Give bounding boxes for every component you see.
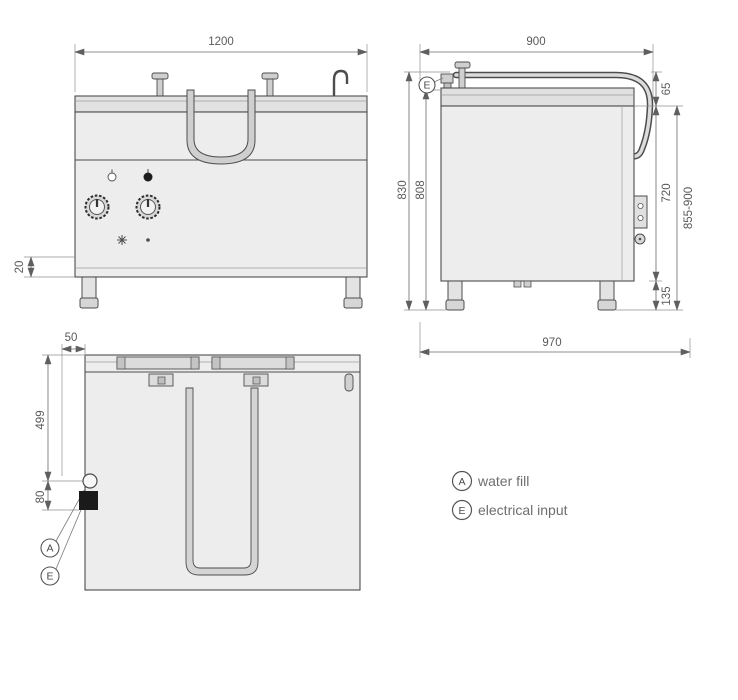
lid-hinge-pin-left xyxy=(156,77,164,98)
top-dim-offset-label: 50 xyxy=(65,332,78,344)
front-dim-width-label: 1200 xyxy=(208,36,234,48)
temperature-knob xyxy=(84,194,110,220)
front-dim-width: 1200 xyxy=(74,36,368,92)
top-balloon-a: A xyxy=(40,538,60,558)
front-dim-base-label: 20 xyxy=(14,261,26,274)
side-view: 900 xyxy=(397,36,695,358)
side-electrical-balloon: E xyxy=(418,76,444,94)
front-unit xyxy=(74,69,368,309)
side-dim-leg-height-label: 135 xyxy=(661,286,673,305)
legend-a-circle xyxy=(451,470,473,492)
side-dim-height-body-label: 808 xyxy=(415,180,427,199)
side-dim-depth-top-label: 900 xyxy=(526,36,545,48)
top-dim-waterfill-label: 499 xyxy=(35,410,47,429)
handle-top-view xyxy=(185,387,259,576)
side-legs xyxy=(445,280,617,311)
top-view: 50 499 80 A E xyxy=(35,332,361,591)
top-balloon-e: E xyxy=(40,566,60,586)
front-legs xyxy=(79,276,363,309)
front-dim-base: 20 xyxy=(14,256,75,278)
lid-band xyxy=(74,95,368,113)
control-panel xyxy=(84,169,161,245)
ignition-symbol xyxy=(117,235,127,245)
legend-item-electrical-input: E electrical input xyxy=(451,499,568,521)
legend-a-letter: A xyxy=(458,476,465,488)
function-knob xyxy=(135,194,161,220)
side-dim-depth-bottom-label: 970 xyxy=(542,337,561,349)
electrical-connection-marker xyxy=(79,491,98,510)
power-indicator xyxy=(107,172,117,182)
balloon-a-letter: A xyxy=(46,543,53,555)
side-dim-depth-top: 900 xyxy=(419,36,654,98)
side-dims-left: 830 808 xyxy=(397,71,450,311)
side-dim-body-front-label: 720 xyxy=(661,183,673,202)
lid-handle xyxy=(186,89,256,165)
side-dims-right: 65 720 135 855-900 xyxy=(616,71,695,311)
legend-e-label: electrical input xyxy=(478,502,568,518)
top-body xyxy=(84,354,361,591)
indicator-light xyxy=(143,172,153,182)
balloon-e-circle xyxy=(418,76,436,94)
side-dim-depth-bottom: 970 xyxy=(419,322,691,358)
legend-a-label: water fill xyxy=(477,473,529,489)
front-body xyxy=(74,111,368,278)
top-dims: 50 499 80 xyxy=(35,332,86,511)
drain-hook xyxy=(332,69,349,96)
top-dim-spacing-label: 80 xyxy=(35,491,47,504)
front-view: 1200 xyxy=(14,36,368,309)
side-dim-lid-stack-label: 65 xyxy=(661,83,673,96)
lid-hinge-pin-right xyxy=(266,77,274,98)
water-fill-connection-marker xyxy=(82,473,98,489)
side-unit xyxy=(440,61,654,311)
side-dim-height-total-label: 830 xyxy=(397,180,409,199)
side-dim-work-height-label: 855-900 xyxy=(683,187,695,229)
legend: A water fill E electrical input xyxy=(451,470,568,521)
tilt-mechanism-box xyxy=(633,195,648,229)
top-hinges xyxy=(116,356,295,387)
legend-item-water-fill: A water fill xyxy=(451,470,529,492)
lid-hinge-pin-side xyxy=(458,66,466,91)
lid-side xyxy=(440,87,635,107)
drain-fitting xyxy=(513,280,522,288)
legend-e-circle xyxy=(451,499,473,521)
balloon-e2-letter: E xyxy=(46,571,53,583)
drain-hook-top xyxy=(344,373,354,392)
balloon-e-letter: E xyxy=(423,80,430,92)
legend-e-letter: E xyxy=(458,505,465,517)
balloon-a-circle xyxy=(40,538,60,558)
side-body xyxy=(440,105,635,282)
balloon-e2-circle xyxy=(40,566,60,586)
